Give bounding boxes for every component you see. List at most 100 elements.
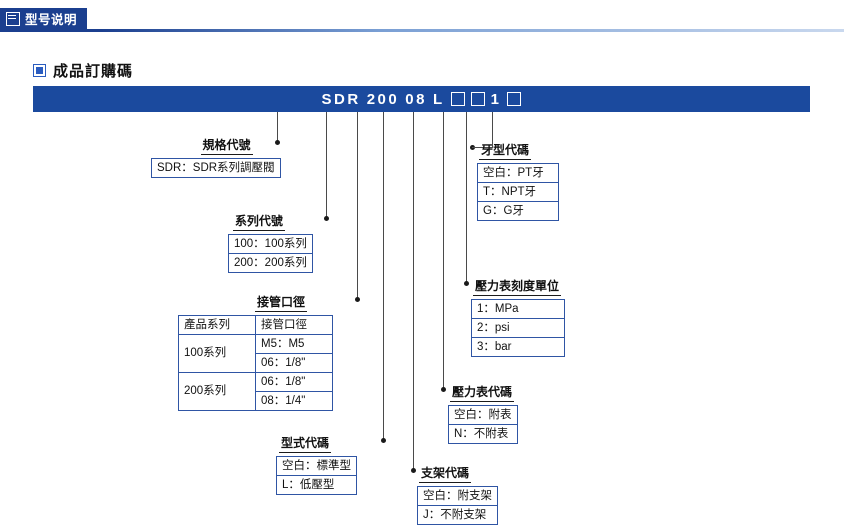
table-cell: N：不附表 (448, 424, 518, 444)
leader-dot-gauge (441, 387, 446, 392)
leader-line-thread (492, 112, 493, 148)
section-title-label: 成品訂購碼 (53, 63, 134, 80)
leader-line-type (383, 112, 384, 441)
table-cell: SDR：SDR系列調壓閥 (151, 158, 281, 178)
table-cell: 100系列 (178, 334, 256, 373)
leader-line-series (326, 112, 327, 219)
order-code-text: SDR 200 08 L 1 (322, 91, 522, 108)
table-cell: 2：psi (471, 318, 565, 338)
table-row: 100：100系列 (228, 234, 313, 254)
table-cell: 空白：附表 (448, 405, 518, 425)
group-thread-title: 牙型代碼 (479, 141, 532, 160)
code-digit: 1 (490, 90, 502, 108)
table-header-cell: 接管口徑 (255, 315, 333, 335)
group-bracket-table: 空白：附支架 J：不附支架 (417, 486, 498, 525)
table-row: SDR：SDR系列調壓閥 (151, 158, 281, 178)
code-empty-box-1 (450, 92, 465, 106)
group-unit: 壓力表刻度單位 1：MPa 2：psi 3：bar (471, 277, 565, 357)
page-header: 型号说明 (0, 8, 844, 32)
group-port: 接管口徑 產品系列 接管口徑 100系列 M5：M5 06：1/8" 200系列… (178, 293, 333, 411)
table-row: 產品系列 接管口徑 (178, 315, 333, 335)
table-cell: J：不附支架 (417, 505, 498, 525)
group-series: 系列代號 100：100系列 200：200系列 (228, 212, 313, 273)
group-thread-table: 空白：PT牙 T：NPT牙 G：G牙 (477, 163, 559, 221)
leader-line-gauge (443, 112, 444, 390)
leader-dot-spec (275, 140, 280, 145)
group-type: 型式代碼 空白：標準型 L：低壓型 (276, 434, 357, 495)
leader-line-unit (466, 112, 467, 284)
group-port-title: 接管口徑 (254, 293, 307, 312)
header-tab-label: 型号说明 (25, 13, 78, 27)
table-cell: 06：1/8" (255, 353, 333, 373)
table-cell: 100：100系列 (228, 234, 313, 254)
group-gauge-title: 壓力表代碼 (450, 383, 515, 402)
table-cell: 200系列 (178, 372, 256, 411)
table-row: 2：psi (471, 318, 565, 338)
table-row: 1：MPa (471, 299, 565, 319)
group-type-title: 型式代碼 (278, 434, 331, 453)
group-series-title: 系列代號 (232, 212, 285, 231)
table-cell: G：G牙 (477, 201, 559, 221)
table-row: 200：200系列 (228, 253, 313, 273)
group-gauge: 壓力表代碼 空白：附表 N：不附表 (448, 383, 518, 444)
table-cell: 200：200系列 (228, 253, 313, 273)
table-row: T：NPT牙 (477, 182, 559, 202)
table-cell: 3：bar (471, 337, 565, 357)
leader-dot-bracket (411, 468, 416, 473)
group-bracket-title: 支架代碼 (419, 464, 472, 483)
leader-dot-series (324, 216, 329, 221)
group-bracket: 支架代碼 空白：附支架 J：不附支架 (417, 464, 498, 525)
table-row: 空白：附支架 (417, 486, 498, 506)
table-row: 08：1/4" (179, 391, 333, 411)
table-cell: T：NPT牙 (477, 182, 559, 202)
group-unit-title: 壓力表刻度單位 (473, 277, 562, 296)
order-code-bar: SDR 200 08 L 1 (33, 86, 810, 112)
table-row: 3：bar (471, 337, 565, 357)
table-cell: 1：MPa (471, 299, 565, 319)
leader-dot-type (381, 438, 386, 443)
group-spec-title: 規格代號 (200, 136, 253, 155)
table-row: 200系列 06：1/8" (178, 372, 333, 411)
square-bullet-icon (33, 64, 46, 77)
table-cell: 空白：標準型 (276, 456, 357, 476)
table-cell: 06：1/8" (255, 372, 333, 392)
header-rule (0, 29, 844, 32)
group-spec: 規格代號 SDR：SDR系列調壓閥 (151, 136, 281, 178)
group-gauge-table: 空白：附表 N：不附表 (448, 405, 518, 444)
table-cell: L：低壓型 (276, 475, 357, 495)
leader-dot-unit (464, 281, 469, 286)
table-row: G：G牙 (477, 201, 559, 221)
leader-line-port (357, 112, 358, 300)
group-unit-table: 1：MPa 2：psi 3：bar (471, 299, 565, 357)
leader-line-bracket (413, 112, 414, 471)
leader-hline-thread (472, 147, 493, 148)
table-row: J：不附支架 (417, 505, 498, 525)
table-row: N：不附表 (448, 424, 518, 444)
section-title: 成品訂購碼 (33, 60, 134, 81)
leader-dot-port (355, 297, 360, 302)
group-thread: 牙型代碼 空白：PT牙 T：NPT牙 G：G牙 (477, 141, 559, 221)
table-row: L：低壓型 (276, 475, 357, 495)
code-part-prefix: SDR (321, 90, 361, 108)
table-row: 100系列 M5：M5 (178, 334, 333, 373)
group-port-table: 產品系列 接管口徑 100系列 M5：M5 06：1/8" 200系列 06：1… (178, 315, 333, 411)
code-part-port: 08 (405, 90, 427, 108)
table-row: 空白：附表 (448, 405, 518, 425)
table-row: 空白：PT牙 (477, 163, 559, 183)
group-type-table: 空白：標準型 L：低壓型 (276, 456, 357, 495)
code-part-type: L (432, 90, 445, 108)
code-empty-box-2 (470, 92, 485, 106)
table-cell: M5：M5 (255, 334, 333, 354)
code-empty-box-3 (507, 92, 522, 106)
book-icon (6, 11, 20, 26)
leader-line-spec (277, 112, 278, 143)
group-series-table: 100：100系列 200：200系列 (228, 234, 313, 273)
code-part-series: 200 (366, 90, 400, 108)
table-cell: 空白：PT牙 (477, 163, 559, 183)
header-tab: 型号说明 (0, 8, 88, 29)
table-cell: 空白：附支架 (417, 486, 498, 506)
group-spec-table: SDR：SDR系列調壓閥 (151, 158, 281, 178)
table-cell: 08：1/4" (255, 391, 333, 411)
table-row: 空白：標準型 (276, 456, 357, 476)
table-header-cell: 產品系列 (178, 315, 256, 335)
